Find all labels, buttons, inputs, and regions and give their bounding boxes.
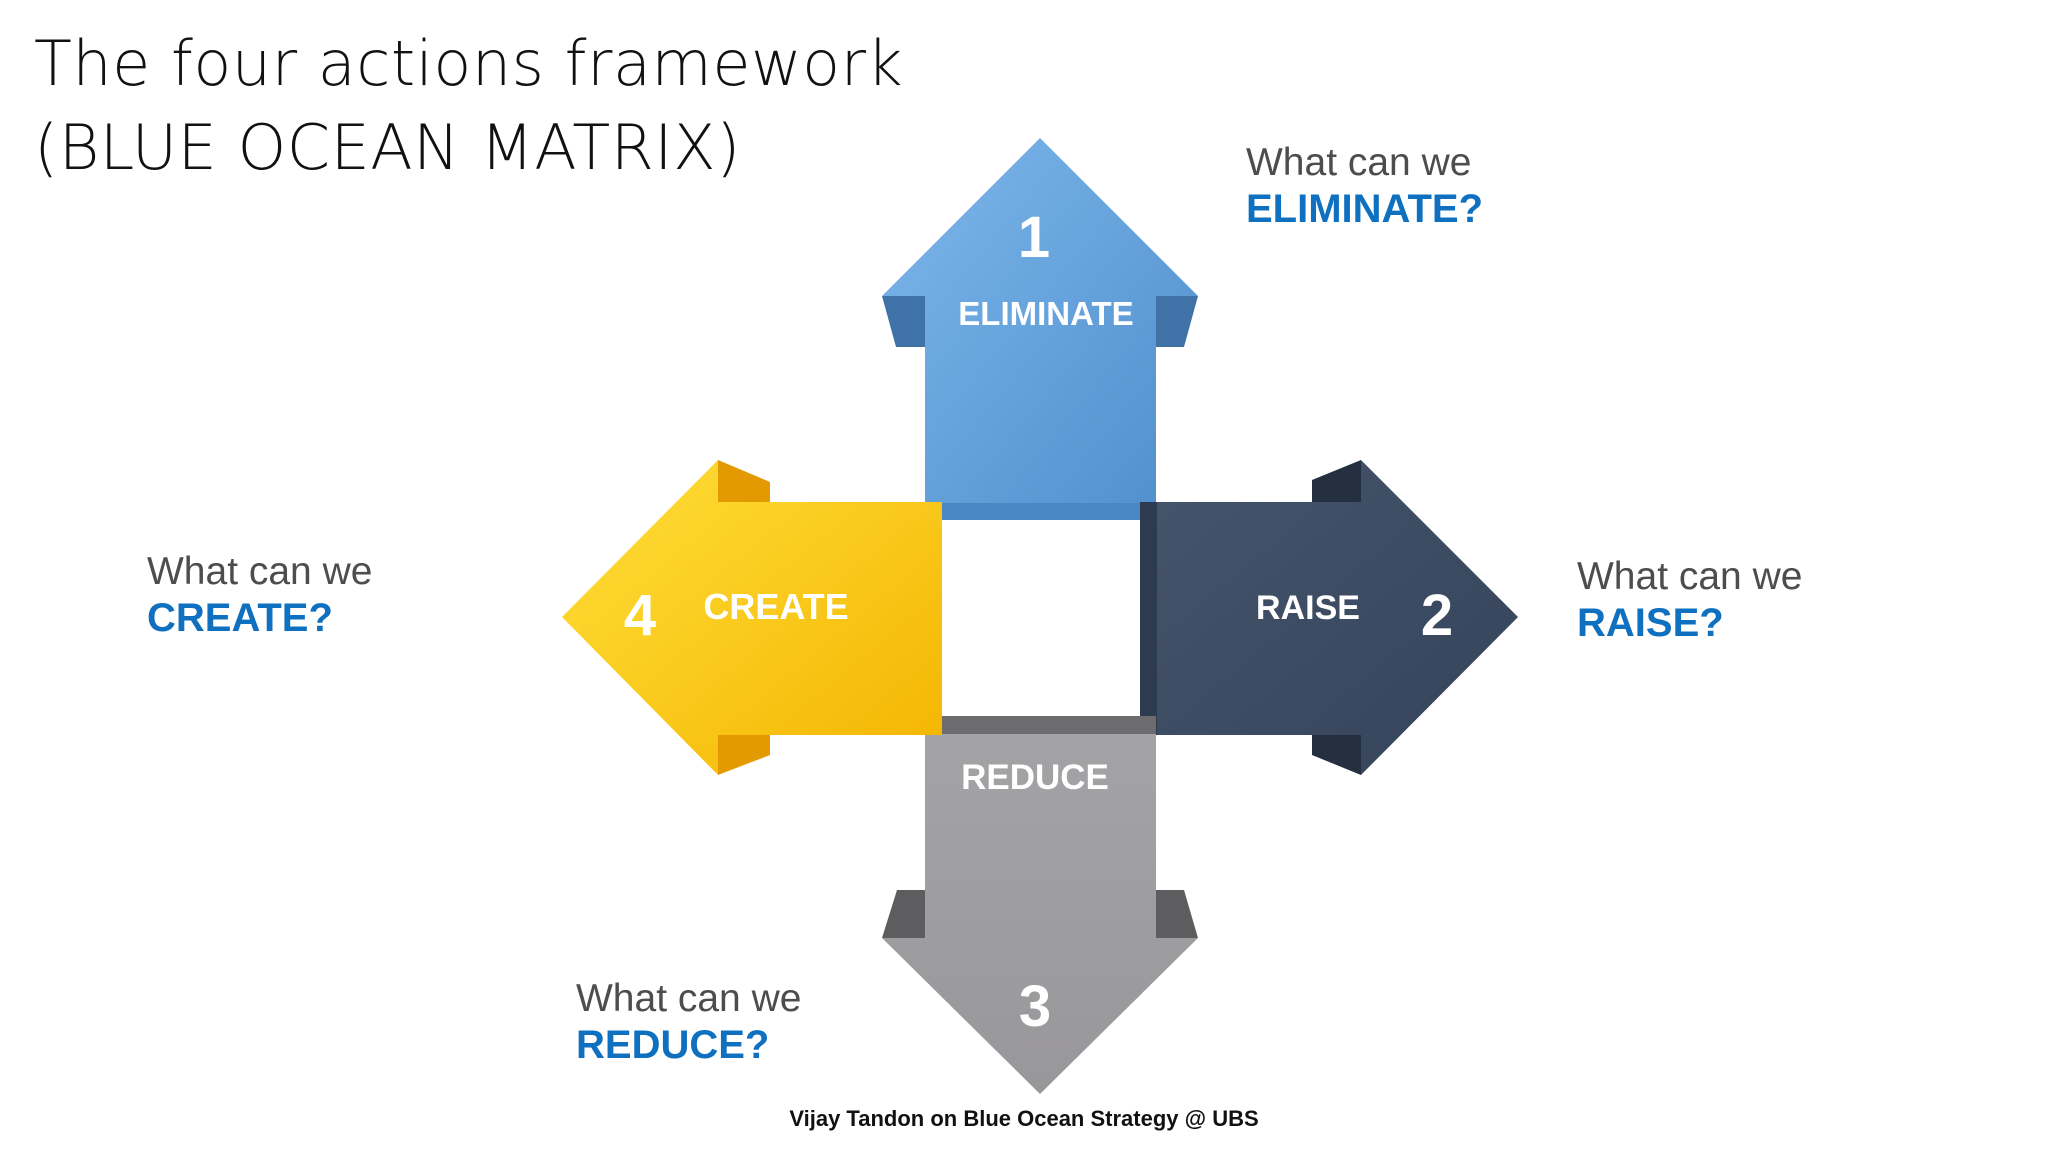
- reduce-arrow-edge: [925, 716, 1156, 734]
- raise-arrow-shape: [1140, 460, 1518, 775]
- center-square: [942, 518, 1140, 716]
- eliminate-arrow-side-left: [882, 296, 925, 347]
- raise-arrow-side-bottom: [1312, 735, 1361, 775]
- raise-number: 2: [1421, 583, 1453, 648]
- raise-label: RAISE: [1256, 589, 1360, 627]
- reduce-question-prefix: What can we: [576, 977, 802, 1020]
- eliminate-question: What can we ELIMINATE?: [1246, 140, 1483, 232]
- eliminate-question-verb: ELIMINATE?: [1246, 187, 1484, 231]
- reduce-question-verb: REDUCE?: [576, 1023, 770, 1067]
- slide-credit: Vijay Tandon on Blue Ocean Strategy @ UB…: [789, 1106, 1259, 1131]
- eliminate-arrow: 1 ELIMINATE: [882, 138, 1198, 520]
- raise-arrow-side-top: [1312, 460, 1361, 502]
- reduce-arrow: REDUCE 3: [882, 716, 1198, 1094]
- reduce-arrow-side-right: [1156, 890, 1198, 938]
- raise-arrow-edge: [1140, 502, 1157, 735]
- title-line-1: The four actions framework: [34, 27, 904, 100]
- raise-question: What can we RAISE?: [1577, 554, 1802, 646]
- reduce-arrow-shape: [882, 716, 1198, 1094]
- create-label: CREATE: [703, 586, 848, 627]
- create-arrow-side-top: [718, 460, 770, 502]
- eliminate-number: 1: [1018, 205, 1050, 270]
- create-arrow: 4 CREATE: [562, 460, 942, 775]
- reduce-arrow-side-left: [882, 890, 925, 938]
- create-question-prefix: What can we: [147, 550, 373, 593]
- eliminate-arrow-side-right: [1156, 296, 1198, 347]
- slide-title: The four actions framework (BLUE OCEAN M…: [34, 22, 903, 190]
- raise-question-prefix: What can we: [1577, 555, 1803, 598]
- create-number: 4: [624, 583, 656, 648]
- raise-arrow: RAISE 2: [1140, 460, 1518, 775]
- eliminate-question-prefix: What can we: [1246, 141, 1472, 184]
- reduce-question: What can we REDUCE?: [576, 976, 801, 1068]
- raise-question-verb: RAISE?: [1577, 601, 1724, 645]
- title-line-2: (BLUE OCEAN MATRIX): [34, 111, 741, 184]
- create-arrow-side-bottom: [718, 735, 770, 775]
- reduce-number: 3: [1019, 974, 1051, 1039]
- eliminate-arrow-edge: [925, 503, 1156, 520]
- create-question: What can we CREATE?: [147, 549, 372, 641]
- create-arrow-shape: [562, 460, 942, 775]
- eliminate-label: ELIMINATE: [958, 295, 1133, 332]
- reduce-label: REDUCE: [961, 758, 1109, 797]
- eliminate-arrow-shape: [882, 138, 1198, 518]
- create-question-verb: CREATE?: [147, 596, 333, 640]
